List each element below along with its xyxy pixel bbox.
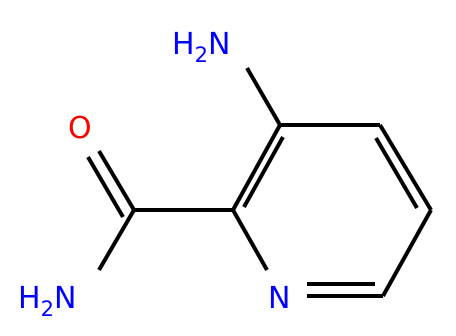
amino-sub: 2 [195, 43, 208, 67]
amide-sub: 2 [41, 297, 54, 321]
oxygen-label: O [68, 111, 92, 146]
bond-c4-c5-inner [374, 136, 419, 210]
bond-c2-c3 [231, 124, 282, 211]
bond-carbonyl-amide-n [97, 208, 136, 272]
bond-n1-c2 [231, 209, 269, 271]
amino-n: N [208, 27, 230, 62]
bond-c2-c3-inner [242, 136, 285, 208]
ring-nitrogen-label: N [268, 281, 290, 316]
amide-n: N [54, 281, 76, 316]
bond-carbonyl-o-inner [86, 155, 125, 219]
amide-label: H2N [18, 281, 76, 321]
bond-c3-amino [245, 66, 282, 127]
amino-h: H [172, 27, 195, 62]
bond-c4-c5 [378, 123, 433, 212]
bond-carbonyl-o [97, 149, 136, 212]
amide-h: H [18, 281, 41, 316]
oxygen-o: O [68, 111, 92, 146]
bond-c5-c6 [381, 209, 433, 297]
amino-label: H2N [172, 27, 230, 67]
ring-n: N [268, 281, 290, 316]
